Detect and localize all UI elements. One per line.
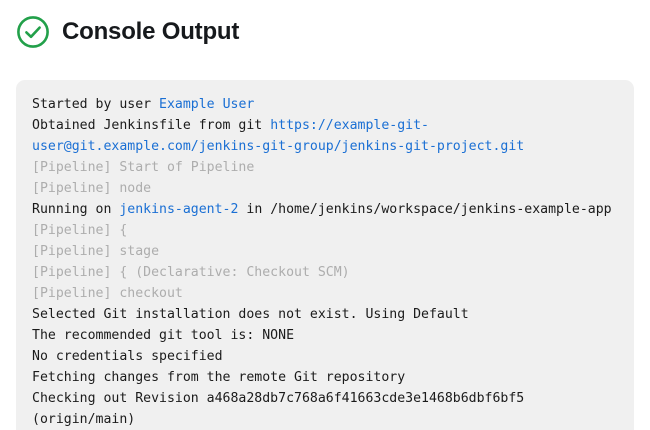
log-text: Checking out Revision a468a28db7c768a6f4…: [32, 391, 533, 427]
log-link[interactable]: Example User: [159, 97, 255, 112]
log-text: [Pipeline] stage: [32, 244, 160, 259]
log-line-no-credentials-specified: No credentials specified: [32, 346, 618, 367]
log-line-checking-out-revision: Checking out Revision a468a28db7c768a6f4…: [32, 388, 618, 430]
log-line-obtained-jenkinsfile: Obtained Jenkinsfile from git https://ex…: [32, 115, 618, 157]
log-text: [Pipeline] Start of Pipeline: [32, 160, 255, 175]
log-text: Started by user: [32, 97, 160, 112]
page-title: Console Output: [62, 17, 240, 45]
log-text: [Pipeline] { (Declarative: Checkout SCM): [32, 265, 350, 280]
log-line-pipeline-stage: [Pipeline] stage: [32, 241, 618, 262]
log-line-pipeline-checkout: [Pipeline] checkout: [32, 283, 618, 304]
log-text: [Pipeline] checkout: [32, 286, 183, 301]
log-line-fetching-changes: Fetching changes from the remote Git rep…: [32, 367, 618, 388]
log-text: No credentials specified: [32, 349, 223, 364]
log-line-selected-git-installation: Selected Git installation does not exist…: [32, 304, 618, 325]
log-line-pipeline-declarative-checkout-scm: [Pipeline] { (Declarative: Checkout SCM): [32, 262, 618, 283]
log-line-pipeline-open-brace: [Pipeline] {: [32, 220, 618, 241]
log-link[interactable]: jenkins-agent-2: [119, 202, 239, 217]
log-text: The recommended git tool is: NONE: [32, 328, 295, 343]
log-text: Fetching changes from the remote Git rep…: [32, 370, 406, 385]
log-text: [Pipeline] node: [32, 181, 152, 196]
log-text: Running on: [32, 202, 120, 217]
log-line-started-by-user: Started by user Example User: [32, 94, 618, 115]
check-circle-icon: [17, 15, 49, 48]
log-text: [Pipeline] {: [32, 223, 128, 238]
log-text: in /home/jenkins/workspace/jenkins-examp…: [238, 202, 612, 217]
log-text: Selected Git installation does not exist…: [32, 307, 469, 322]
log-line-running-on-agent: Running on jenkins-agent-2 in /home/jenk…: [32, 199, 618, 220]
log-link[interactable]: https://example-git-user@git.example.com…: [32, 118, 525, 154]
log-line-pipeline-start-of-pipeline: [Pipeline] Start of Pipeline: [32, 157, 618, 178]
log-line-recommended-git-tool: The recommended git tool is: NONE: [32, 325, 618, 346]
log-text: Obtained Jenkinsfile from git: [32, 118, 271, 133]
page-header: Console Output: [0, 0, 650, 48]
log-line-pipeline-node: [Pipeline] node: [32, 178, 618, 199]
